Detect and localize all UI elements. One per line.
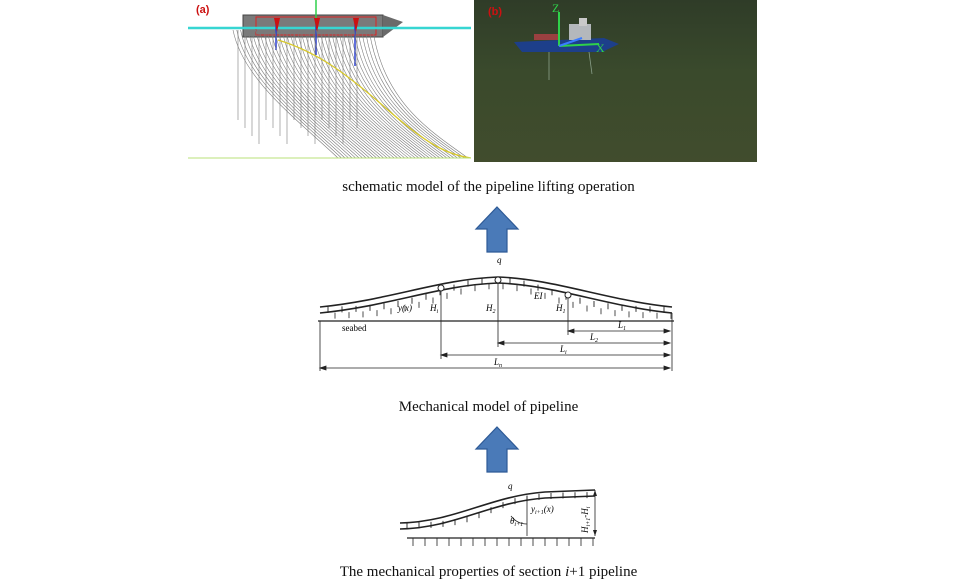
section-segment-marks <box>406 492 588 529</box>
section-height-label: Hi+1-Hi <box>580 506 592 534</box>
pipeline-curve-family <box>232 29 469 159</box>
vessel-scene-drawing: Z X <box>514 1 619 80</box>
dimension-lines <box>318 328 672 371</box>
stiffness-label: EI <box>533 291 543 301</box>
lift-label-hi: Hi <box>429 303 439 315</box>
section-pipe-lower <box>399 495 596 530</box>
seabed-label: seabed <box>342 323 367 333</box>
section-load-label: q <box>508 481 513 491</box>
x-axis-line <box>558 43 600 47</box>
section-pipe-upper <box>399 489 596 524</box>
panel-a-lifting-simulation: (a) <box>188 0 471 162</box>
lift-point-i <box>437 284 445 292</box>
panel-b-vessel-scene: Z X (b) <box>474 0 757 162</box>
section-model-diagram: q yi+1(x) θi+1 Hi+1-Hi <box>399 481 597 546</box>
barge-bow <box>383 15 403 37</box>
x-axis-label: X <box>596 41 605 55</box>
lift-point-1 <box>564 291 572 299</box>
lift-label-h2: H2 <box>485 303 496 315</box>
angle-arc <box>510 515 528 525</box>
z-axis-label: Z <box>552 1 559 15</box>
length-label-ln: Ln <box>493 357 502 369</box>
distributed-load-arrows <box>334 283 672 319</box>
middle-caption: Mechanical model of pipeline <box>398 399 579 415</box>
vessel-bridge <box>569 24 591 40</box>
up-arrow-top <box>474 206 520 253</box>
vessel-mast <box>579 18 587 26</box>
mechanical-model-diagram: seabed q y(x) EI Hi H2 H1 L1 L2 Li Ln <box>318 255 674 371</box>
section-load-arrows <box>412 538 594 546</box>
lift-point-2 <box>494 276 502 284</box>
top-caption: schematic model of the pipeline lifting … <box>342 179 635 195</box>
vessel-deck-cargo <box>534 34 560 40</box>
section-function-label: yi+1(x) <box>530 504 554 516</box>
lifting-simulation-drawing <box>188 0 471 159</box>
load-label-q: q <box>497 255 502 265</box>
length-label-l2: L2 <box>589 332 598 344</box>
function-label: y(x) <box>397 303 412 313</box>
panel-a-tag: (a) <box>196 4 210 16</box>
length-label-l1: L1 <box>617 320 626 332</box>
panel-b-tag: (b) <box>488 6 503 18</box>
y-axis-line <box>558 37 583 47</box>
lift-label-h1: H1 <box>555 303 566 315</box>
bottom-caption: The mechanical properties of section i+1… <box>339 564 638 580</box>
lift-hooks <box>274 18 359 32</box>
section-angle-label: θi+1 <box>510 516 523 528</box>
length-label-li: Li <box>559 344 567 356</box>
vessel-cables <box>548 51 593 80</box>
pipeline-reference-curve <box>277 39 471 159</box>
up-arrow-bottom <box>474 426 520 473</box>
